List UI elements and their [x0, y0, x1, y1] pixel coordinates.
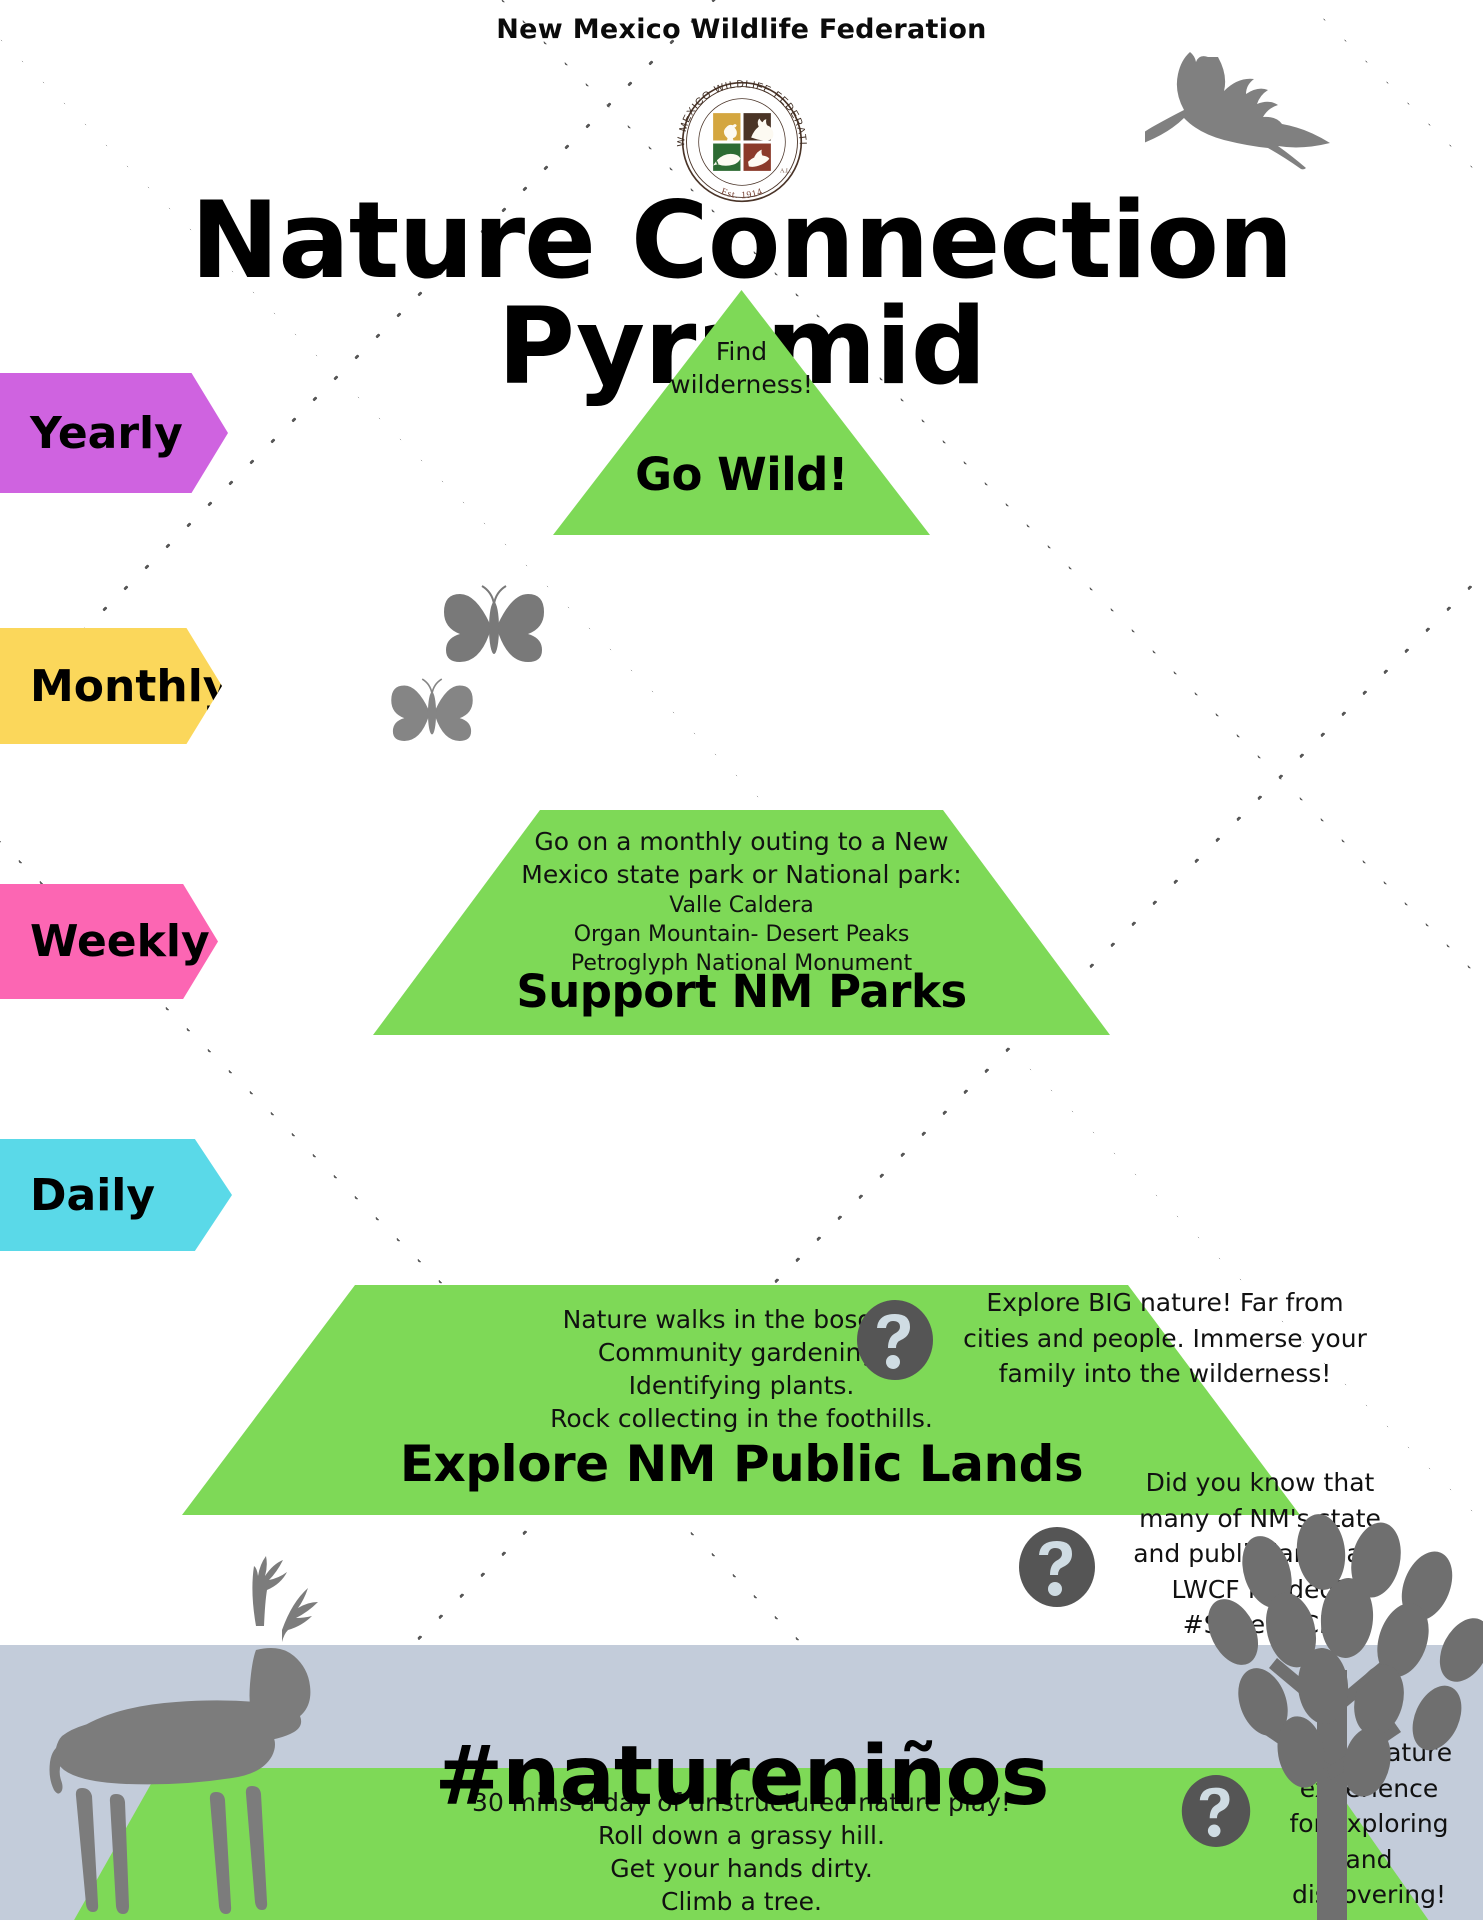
organization-name: New Mexico Wildlife Federation — [496, 14, 987, 45]
cadence-label-monthly: Monthly — [30, 660, 232, 712]
pyramid-tier-daily: 30 mins a day of unstructured nature pla… — [0, 1768, 1483, 1920]
nmwf-logo: NEW MEXICO WILDLIFE FEDERATION Est. 1914… — [661, 58, 818, 218]
pyramid-tier-monthly: Go on a monthly outing to a New Mexico s… — [0, 810, 1483, 1035]
question-mark-icon — [855, 1300, 935, 1380]
svg-text:Est. 1914: Est. 1914 — [719, 186, 764, 201]
butterfly-icon — [388, 672, 476, 748]
tier-daily-details: 30 mins a day of unstructured nature pla… — [472, 1788, 1011, 1916]
cadence-banner-weekly[interactable]: Weekly — [0, 884, 218, 999]
pyramid-tier-weekly: Nature walks in the bosque.. Community g… — [0, 1285, 1483, 1515]
cadence-banner-yearly[interactable]: Yearly — [0, 373, 228, 493]
tier-yearly-heading: Go Wild! — [635, 448, 848, 501]
hashtag-text: #natureniños — [434, 1729, 1049, 1824]
tier-daily-heading: Outdoor Nature Play — [0, 1916, 1483, 1920]
callout-monthly-text: Did you know that many of NM's state and… — [1133, 1468, 1387, 1639]
tier-weekly-details: Nature walks in the bosque.. Community g… — [550, 1305, 933, 1433]
question-mark-icon — [1017, 1527, 1097, 1607]
cadence-label-weekly: Weekly — [30, 916, 210, 967]
pyramid-tier-yearly: Find wilderness! Go Wild! — [0, 290, 1483, 535]
cadence-label-yearly: Yearly — [30, 407, 183, 459]
question-mark-icon — [1180, 1775, 1252, 1847]
cadence-banner-daily[interactable]: Daily — [0, 1139, 232, 1251]
svg-text:A.L.: A.L. — [780, 168, 792, 174]
tier-yearly-details: Find wilderness! — [670, 337, 813, 399]
cadence-banner-monthly[interactable]: Monthly — [0, 628, 222, 744]
tier-monthly-details: Go on a monthly outing to a New Mexico s… — [521, 827, 962, 977]
cadence-label-daily: Daily — [30, 1169, 156, 1221]
callout-yearly-text: Explore BIG nature! Far from cities and … — [963, 1288, 1367, 1388]
butterfly-icon — [440, 578, 548, 670]
tier-weekly-heading: Explore NM Public Lands — [399, 1435, 1084, 1493]
tier-monthly-heading: Support NM Parks — [516, 965, 967, 1018]
